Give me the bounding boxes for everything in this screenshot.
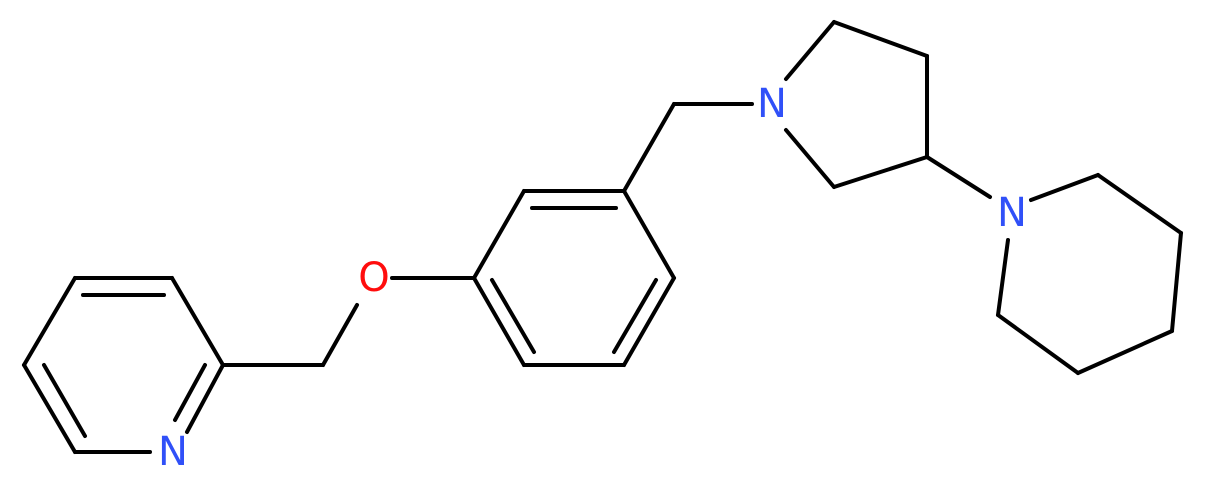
bond bbox=[996, 313, 1080, 375]
pyridine-nitrogen-label: N bbox=[158, 429, 188, 475]
ether-oxygen-label: O bbox=[358, 255, 389, 301]
bond bbox=[622, 102, 676, 193]
bond bbox=[1029, 173, 1100, 202]
bond bbox=[170, 276, 225, 367]
bond bbox=[1076, 329, 1174, 375]
bond bbox=[1170, 231, 1183, 333]
bond bbox=[42, 363, 87, 438]
bond bbox=[612, 278, 658, 354]
bond bbox=[784, 20, 836, 81]
bond bbox=[490, 278, 536, 354]
bond bbox=[1096, 173, 1183, 235]
bond bbox=[832, 155, 929, 189]
piperidine-nitrogen-label: N bbox=[997, 190, 1027, 236]
bonds bbox=[22, 20, 1183, 454]
bond bbox=[185, 363, 225, 434]
bond bbox=[784, 128, 836, 189]
pyrrolidine-nitrogen-label: N bbox=[757, 81, 787, 127]
bond bbox=[472, 276, 526, 367]
bond bbox=[22, 276, 77, 367]
atom-labels: N O N N bbox=[158, 81, 1027, 475]
bond bbox=[472, 189, 526, 280]
bond bbox=[832, 20, 929, 58]
bond bbox=[173, 363, 207, 422]
bond bbox=[622, 189, 676, 280]
bond bbox=[925, 155, 992, 199]
bond bbox=[622, 276, 676, 367]
bond bbox=[321, 303, 359, 367]
bond bbox=[996, 238, 1010, 317]
bond bbox=[22, 363, 77, 454]
